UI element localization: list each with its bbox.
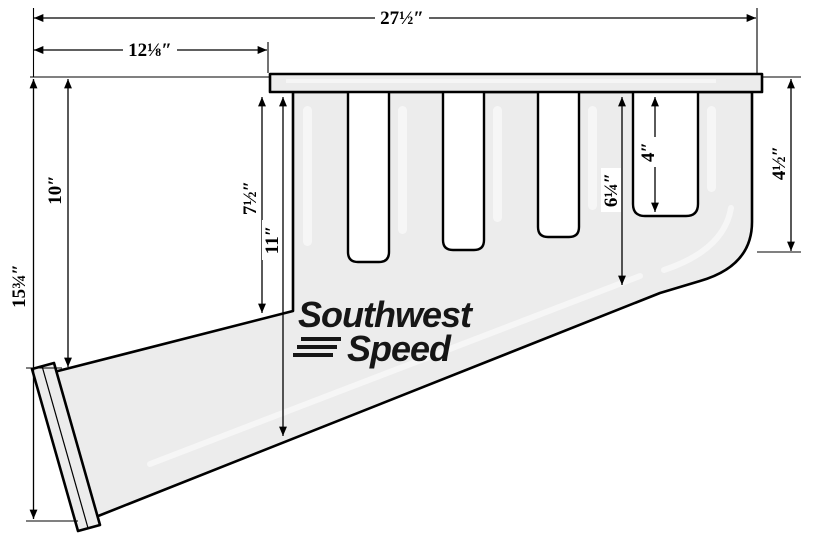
tube5-highlight [707,106,716,192]
head-flange-highlight [286,79,716,83]
collector-outlet-flange-edge [41,365,89,529]
extension-lines [26,8,801,522]
dim-label-height-upper: 10″ [45,175,66,205]
mask-tube-front-bottom [262,220,282,260]
mask-tube-front-top [240,176,260,220]
logo-line1: Southwest [298,294,474,335]
mask-height-upper [45,170,65,210]
mask-tube-rear [601,168,621,212]
mask-collector-end [769,141,789,185]
logo-line2: Speed [347,328,452,369]
dimension-label-masks [9,7,789,310]
dimension-labels: 27½″ 12⅛″ 10″ 15¾″ 7½″ 11″ 6¼″ 4″ 4½″ [9,8,790,308]
dim-label-height-total: 15¾″ [9,264,30,308]
tube2-highlight [398,106,407,234]
mask-height-total [9,262,29,310]
tube3-highlight [493,106,502,222]
tube-gap-1 [346,91,391,264]
mask-overall-width [375,7,429,29]
collector-bend-highlight [661,205,734,273]
collector-highlight [147,273,643,467]
tube-highlights [147,106,734,467]
tube-gap-4 [631,91,700,218]
dim-label-rear-gap: 4″ [638,142,659,162]
dim-label-tube-rear: 6¼″ [601,173,622,207]
dim-label-flange-offset: 12⅛″ [128,40,172,61]
dim-label-overall-width: 27½″ [380,8,424,29]
mask-rear-gap [638,137,659,167]
tube1-highlight [303,106,312,246]
logo-speed-lines-icon [293,337,341,357]
dim-label-collector-end: 4½″ [769,146,790,180]
header-body [30,72,764,533]
dim-label-tube-front-top: 7½″ [240,181,261,215]
mask-flange-offset [123,39,177,61]
tube-gap-3 [536,91,581,239]
dim-label-tube-front-bottom: 11″ [262,226,283,254]
tube-gap-2 [441,91,486,252]
collector-outlet-flange [30,361,102,533]
tube4-highlight [588,106,597,210]
southwest-speed-logo: Southwest Speed [293,294,475,369]
